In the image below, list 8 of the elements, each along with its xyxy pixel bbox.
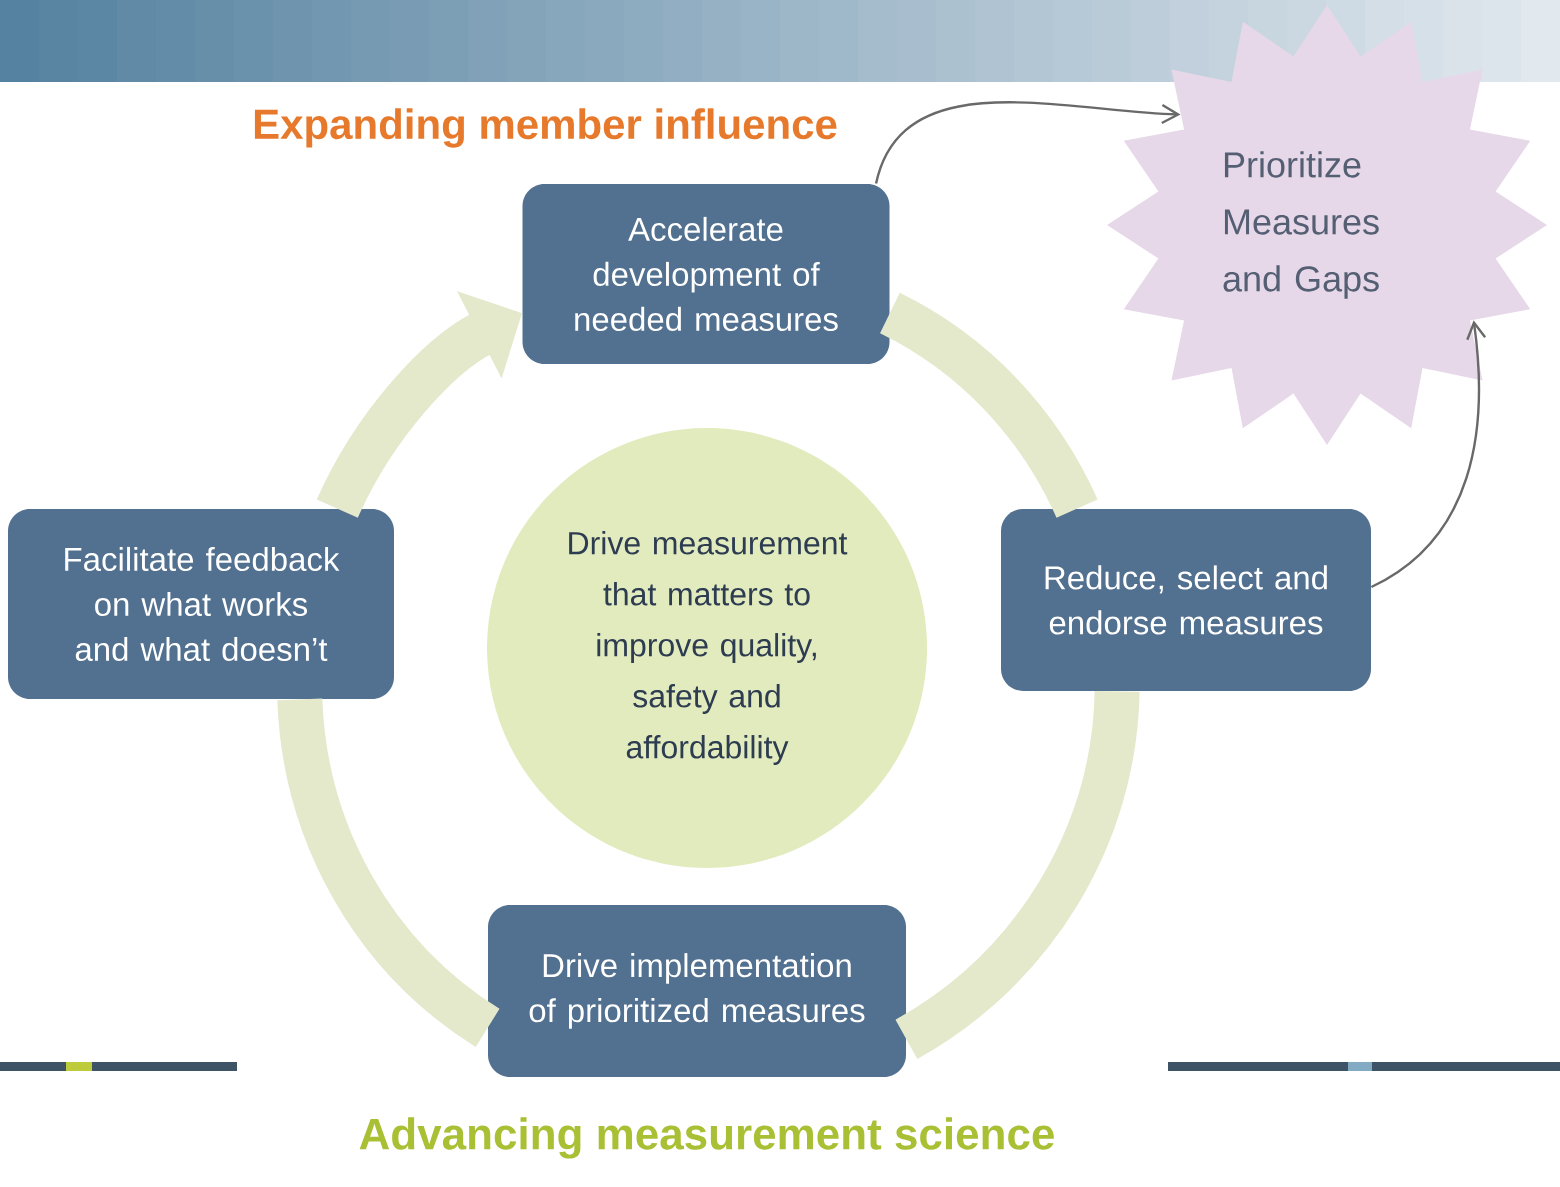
process-box: Reduce, select and endorse measures [1001, 509, 1371, 691]
slogan-text: Advancing measurement science [359, 1117, 1054, 1159]
curved-arrow [1370, 320, 1487, 589]
process-box: Drive implementation of prioritized measures [488, 905, 906, 1077]
process-box: Facilitate feedback on what works and what doesn’t [8, 509, 394, 699]
curved-arrow [874, 101, 1181, 184]
process-box: Accelerate development of needed measures [522, 184, 890, 364]
starburst: Prioritize Measures and Gaps [1107, 5, 1547, 445]
